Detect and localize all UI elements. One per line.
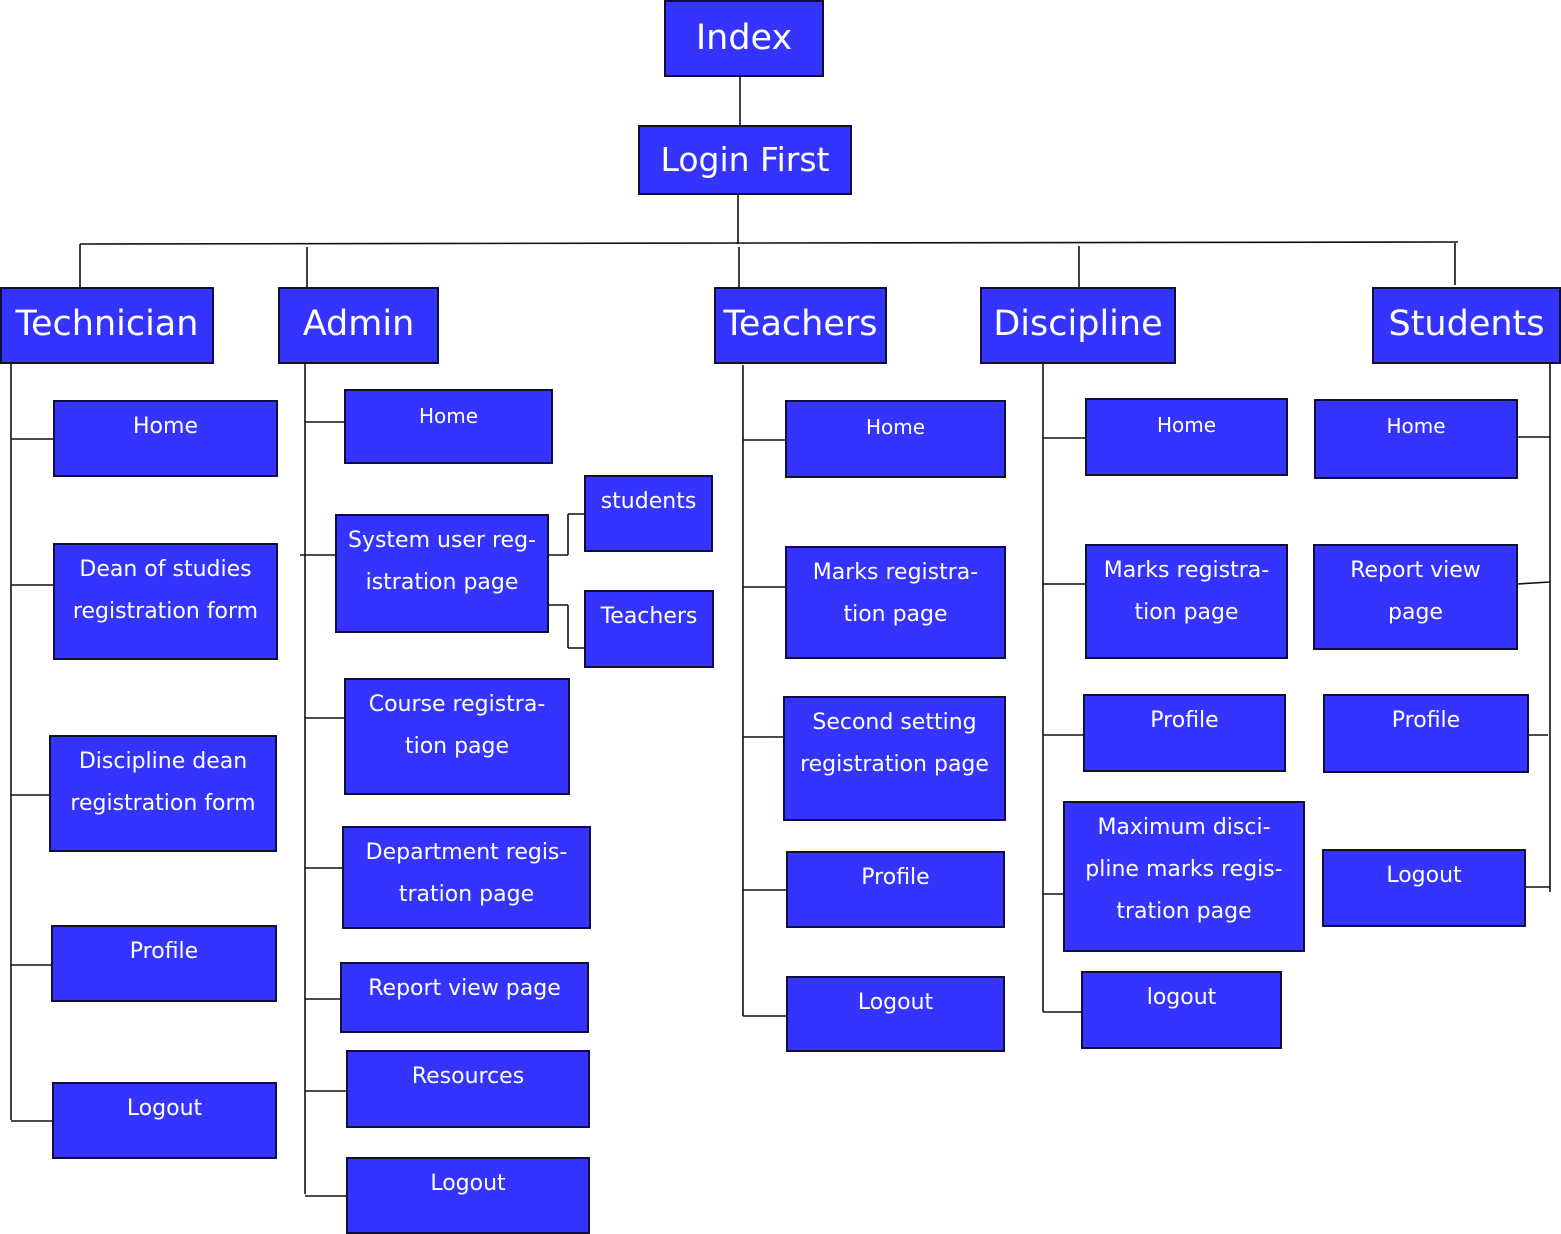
discipline-profile-node: Profile (1083, 694, 1286, 772)
page-label: logout (1146, 985, 1217, 1010)
page-label: System user reg- istration page (347, 528, 536, 595)
page-label: Home (865, 415, 926, 439)
page-label: Discipline dean registration form (70, 749, 256, 816)
teachers-logout-node: Logout (786, 976, 1005, 1052)
admin-system-user-node: System user reg- istration page (335, 514, 549, 633)
technician-home-node: Home (53, 400, 278, 477)
admin-label: Admin (302, 304, 415, 344)
admin-students-node: students (584, 475, 713, 552)
students-label: Students (1388, 304, 1545, 344)
admin-department-registration-node: Department regis- tration page (342, 826, 591, 929)
page-label: Logout (126, 1096, 203, 1121)
page-label: Report view page (1350, 558, 1481, 625)
page-label: Dean of studies registration form (72, 557, 259, 624)
page-label: Teachers (600, 604, 698, 629)
students-profile-node: Profile (1323, 694, 1529, 773)
page-label: Profile (129, 939, 199, 964)
page-label: Second setting registration page (800, 710, 989, 777)
discipline-label: Discipline (993, 304, 1163, 344)
login-first-node: Login First (638, 125, 852, 195)
admin-node: Admin (278, 287, 439, 364)
students-logout-node: Logout (1322, 849, 1526, 927)
page-label: Profile (1391, 708, 1461, 733)
teachers-profile-node: Profile (786, 851, 1005, 928)
page-label: Department regis- tration page (365, 840, 568, 907)
teachers-label: Teachers (723, 304, 878, 344)
admin-course-registration-node: Course registra- tion page (344, 678, 570, 795)
admin-teachers-node: Teachers (584, 590, 714, 668)
discipline-node: Discipline (980, 287, 1176, 364)
page-label: Profile (861, 865, 930, 890)
students-node: Students (1372, 287, 1561, 364)
page-label: Home (418, 404, 479, 428)
students-home-node: Home (1314, 399, 1518, 479)
discipline-marks-registration-node: Marks registra- tion page (1085, 544, 1288, 659)
technician-dean-of-studies-node: Dean of studies registration form (53, 543, 278, 660)
page-label: Logout (1386, 863, 1462, 888)
page-label: Marks registra- tion page (1103, 558, 1270, 625)
page-label: Report view page (368, 976, 561, 1001)
index-label: Index (695, 18, 793, 58)
page-label: Home (1386, 414, 1446, 438)
teachers-marks-registration-node: Marks registra- tion page (785, 546, 1006, 659)
teachers-home-node: Home (785, 400, 1006, 478)
discipline-logout-node: logout (1081, 971, 1282, 1049)
page-label: Home (1156, 413, 1217, 437)
login-first-label: Login First (660, 140, 830, 179)
discipline-home-node: Home (1085, 398, 1288, 476)
teachers-second-setting-node: Second setting registration page (783, 696, 1006, 821)
page-label: Home (133, 414, 198, 439)
technician-node: Technician (0, 287, 214, 364)
page-label: Logout (857, 990, 934, 1015)
technician-discipline-dean-node: Discipline dean registration form (49, 735, 277, 852)
admin-home-node: Home (344, 389, 553, 464)
page-label: Maximum disci- pline marks regis- tratio… (1085, 815, 1283, 924)
technician-logout-node: Logout (52, 1082, 277, 1159)
admin-report-view-node: Report view page (340, 962, 589, 1033)
page-label: Course registra- tion page (368, 692, 546, 759)
index-node: Index (664, 0, 824, 77)
page-label: Marks registra- tion page (812, 560, 979, 627)
page-label: students (600, 489, 697, 514)
page-label: Profile (1150, 708, 1219, 733)
students-report-view-node: Report view page (1313, 544, 1518, 650)
technician-label: Technician (15, 304, 199, 344)
technician-profile-node: Profile (51, 925, 277, 1002)
page-label: Resources (411, 1064, 525, 1089)
discipline-maximum-marks-node: Maximum disci- pline marks regis- tratio… (1063, 801, 1305, 952)
admin-resources-node: Resources (346, 1050, 590, 1128)
page-label: Logout (430, 1171, 506, 1196)
admin-logout-node: Logout (346, 1157, 590, 1234)
teachers-node: Teachers (714, 287, 887, 364)
